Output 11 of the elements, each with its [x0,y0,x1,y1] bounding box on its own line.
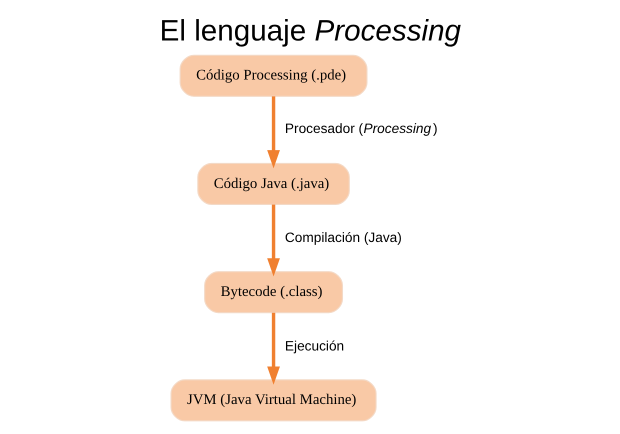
arrow [267,204,280,277]
diagram-title: El lenguaje Processing [160,14,462,48]
arrow [267,312,280,385]
edge-label: Procesador (Processing) [284,120,438,136]
node-box: Bytecode (.class) [204,271,344,314]
edge-label: Compilación (Java) [284,230,402,246]
node-box: Código Java (.java) [197,162,350,206]
edge-label: Ejecución [284,338,344,354]
node-box: JVM (Java Virtual Machine) [170,379,377,422]
arrow [267,96,280,168]
node-box: Código Processing (.pde) [180,54,368,97]
